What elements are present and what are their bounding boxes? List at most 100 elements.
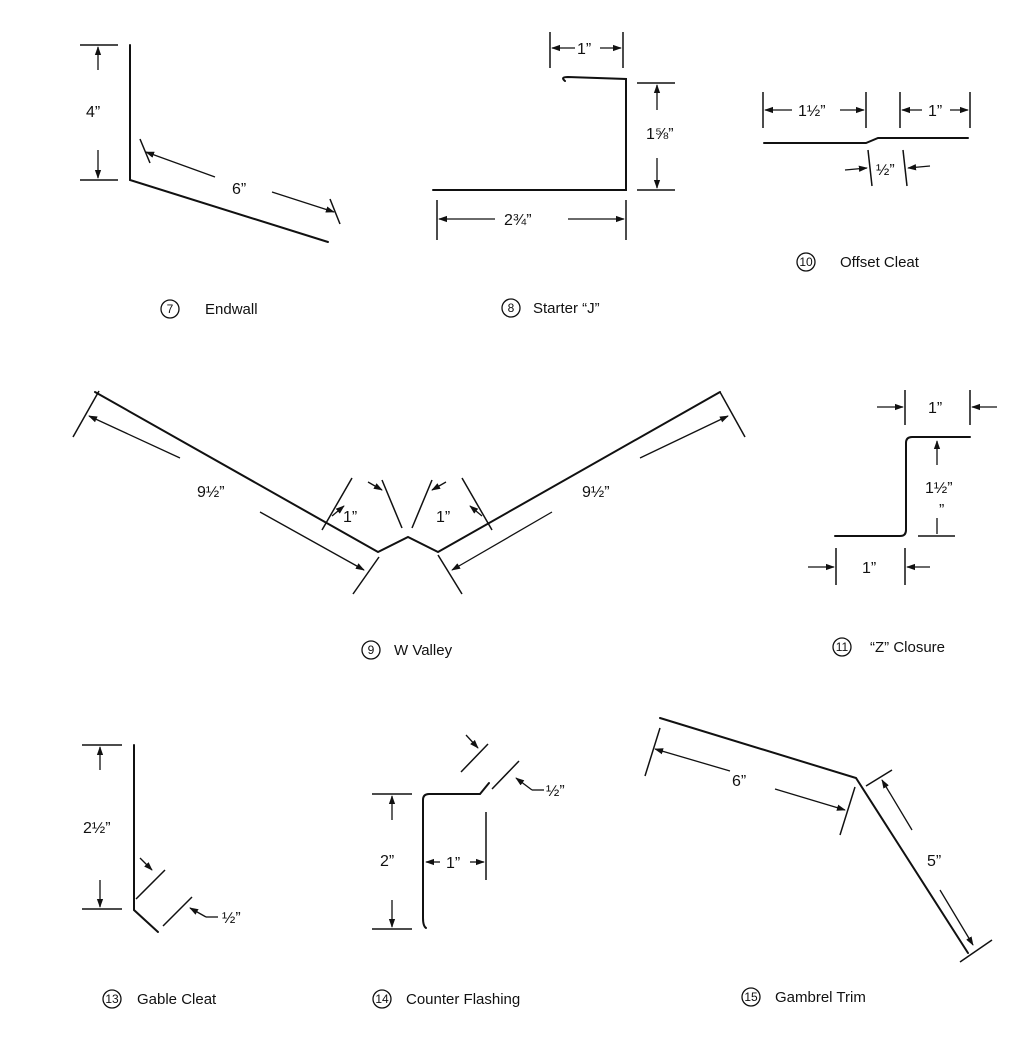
gambrel-trim-ext-2 (839, 786, 856, 836)
counter-flashing-hem-arrow-b (515, 777, 533, 791)
w-valley-number-badge (361, 640, 381, 660)
part-endwall: 4” 6” 7 Endwall (80, 44, 341, 319)
w-valley-rib-arrow-4 (469, 505, 483, 517)
w-valley-rib-ext-1 (321, 477, 353, 531)
counter-flashing-hem-dim: ½” (546, 783, 565, 800)
z-closure-bottom-dim: 1” (862, 560, 876, 577)
w-valley-right-arrow-a (639, 415, 729, 459)
gable-cleat-hem-arrow-b (189, 907, 207, 918)
endwall-slope-ext-b (329, 198, 341, 225)
counter-flashing-hem-ext-a (460, 743, 489, 773)
offset-cleat-ext-6 (902, 149, 908, 187)
endwall-slope-ext-a (139, 138, 151, 164)
gable-cleat-caption: Gable Cleat (137, 991, 217, 1008)
gable-cleat-number: 13 (105, 992, 119, 1006)
part-z-closure: 1” 1½” ” 1” 11 “Z” Closure (808, 390, 997, 657)
endwall-number: 7 (167, 302, 174, 316)
starter-j-caption: Starter “J” (533, 300, 600, 317)
w-valley-right-rib-dim: 1” (436, 509, 450, 526)
w-valley-profile (94, 391, 721, 554)
part-starter-j: 1” 1⅝” 2¾” 8 Starter “J” (432, 32, 675, 318)
w-valley-rib-arrow-3 (431, 481, 447, 491)
gable-cleat-number-badge (102, 989, 122, 1009)
gable-cleat-hem-ext-b (162, 896, 193, 927)
gambrel-trim-upper-dim: 6” (732, 773, 746, 790)
offset-cleat-right-dim: 1” (928, 103, 942, 120)
counter-flashing-top-dim: 1” (446, 855, 460, 872)
offset-cleat-offset-arrow-a (844, 165, 868, 172)
w-valley-left-arm-dim: 9½” (197, 484, 225, 501)
w-valley-left-rib-dim: 1” (343, 509, 357, 526)
endwall-slope-arrow-a (145, 151, 216, 178)
starter-j-top-dim: 1” (577, 41, 591, 58)
z-closure-caption: “Z” Closure (870, 639, 945, 656)
endwall-slope-dim: 6” (232, 181, 246, 198)
gambrel-trim-profile (659, 717, 969, 954)
z-closure-height-dim: 1½” (925, 480, 953, 497)
gambrel-trim-ext-3 (865, 769, 893, 787)
gambrel-trim-lower-arrow-b (939, 889, 974, 946)
w-valley-rib-arrow-1 (331, 505, 345, 517)
counter-flashing-number: 14 (375, 992, 389, 1006)
offset-cleat-left-dim: 1½” (798, 103, 826, 120)
w-valley-rib-arrow-2 (367, 481, 383, 491)
offset-cleat-offset-dim: ½” (876, 162, 895, 179)
gambrel-trim-number: 15 (744, 990, 758, 1004)
z-closure-height-note: ” (939, 502, 944, 519)
w-valley-ext-left-top (72, 390, 100, 438)
offset-cleat-number-badge (796, 252, 816, 272)
endwall-vertical-dim: 4” (86, 104, 100, 121)
starter-j-bottom-dim: 2¾” (504, 212, 532, 229)
gambrel-trim-caption: Gambrel Trim (775, 989, 866, 1006)
gable-cleat-profile (133, 744, 159, 933)
gable-cleat-hem-ext-a (135, 869, 166, 900)
w-valley-caption: W Valley (394, 642, 453, 659)
w-valley-ext-left-bottom (352, 556, 380, 595)
w-valley-left-arrow-a (88, 415, 181, 459)
part-counter-flashing: 2” 1” ½” 14 Counter Flashing (372, 734, 565, 1009)
w-valley-ext-right-bottom (437, 554, 463, 595)
gable-cleat-hem-dim: ½” (222, 910, 241, 927)
w-valley-number: 9 (368, 643, 375, 657)
w-valley-rib-ext-2 (381, 479, 403, 529)
z-closure-number: 11 (836, 640, 849, 654)
gambrel-trim-number-badge (741, 987, 761, 1007)
endwall-number-badge (160, 299, 180, 319)
part-gambrel-trim: 6” 5” 15 Gambrel Trim (644, 717, 993, 1007)
z-closure-number-badge (832, 637, 852, 657)
part-w-valley: 9½” 9½” 1” 1” 9 W Valley (72, 390, 746, 660)
starter-j-profile (432, 75, 627, 191)
gambrel-trim-upper-arrow-a (654, 748, 731, 772)
gambrel-trim-upper-arrow-b (774, 788, 846, 811)
starter-j-height-dim: 1⅝” (646, 126, 674, 143)
counter-flashing-hem-ext-b (491, 760, 520, 790)
offset-cleat-offset-arrow-b (907, 164, 931, 171)
endwall-profile (129, 44, 329, 243)
w-valley-right-arrow-b (451, 511, 553, 571)
offset-cleat-profile (763, 137, 969, 144)
z-closure-top-dim: 1” (928, 400, 942, 417)
counter-flashing-hem-arrow-a (465, 734, 479, 749)
counter-flashing-profile (422, 782, 490, 929)
w-valley-right-arm-dim: 9½” (582, 484, 610, 501)
w-valley-rib-ext-4 (461, 477, 493, 531)
counter-flashing-height-dim: 2” (380, 853, 394, 870)
offset-cleat-caption: Offset Cleat (840, 254, 920, 271)
w-valley-rib-ext-3 (411, 479, 433, 529)
counter-flashing-caption: Counter Flashing (406, 991, 520, 1008)
endwall-slope-arrow-b (271, 191, 335, 213)
gambrel-trim-ext-1 (644, 727, 661, 777)
gable-cleat-vertical-dim: 2½” (83, 820, 111, 837)
counter-flashing-number-badge (372, 989, 392, 1009)
offset-cleat-number: 10 (799, 255, 813, 269)
endwall-caption: Endwall (205, 301, 258, 318)
z-closure-profile (834, 436, 971, 537)
gambrel-trim-lower-dim: 5” (927, 853, 941, 870)
gable-cleat-hem-arrow-a (139, 857, 153, 871)
gambrel-trim-ext-4 (959, 939, 993, 963)
gambrel-trim-lower-arrow-a (881, 779, 913, 831)
part-offset-cleat: 1½” 1” ½” 10 Offset Cleat (762, 92, 971, 272)
starter-j-number: 8 (508, 301, 515, 315)
